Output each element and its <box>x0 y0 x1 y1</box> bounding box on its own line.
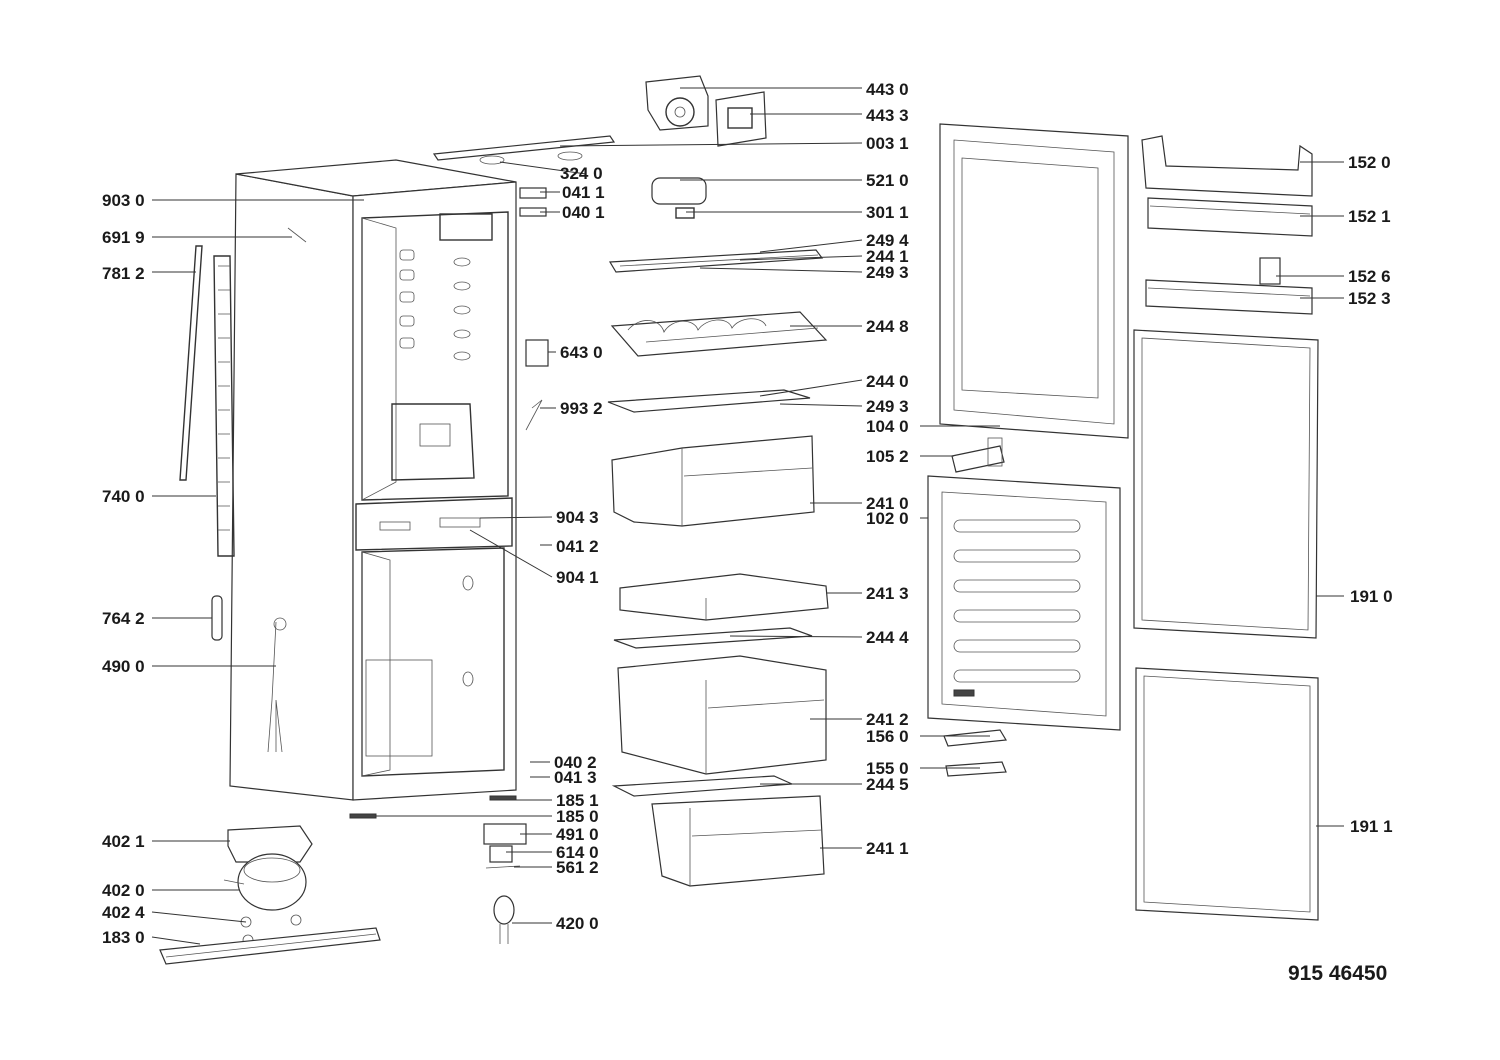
part-label: 152 1 <box>1348 207 1391 226</box>
part-label: 781 2 <box>102 264 145 283</box>
part-label: 241 3 <box>866 584 909 603</box>
part-label: 185 0 <box>556 807 599 826</box>
part-label: 740 0 <box>102 487 145 506</box>
part-label: 041 2 <box>556 537 599 556</box>
part-label: 003 1 <box>866 134 909 153</box>
part-label: 249 3 <box>866 397 909 416</box>
part-label: 614 0 <box>556 843 599 862</box>
part-label: 152 6 <box>1348 267 1391 286</box>
part-label: 491 0 <box>556 825 599 844</box>
part-label: 185 1 <box>556 791 599 810</box>
part-label: 244 4 <box>866 628 909 647</box>
part-label: 155 0 <box>866 759 909 778</box>
part-label: 561 2 <box>556 858 599 877</box>
part-label: 244 1 <box>866 247 909 266</box>
part-label: 904 1 <box>556 568 599 587</box>
small-components <box>349 795 527 944</box>
outer-doors <box>1133 135 1319 921</box>
leader-lines <box>151 87 1344 945</box>
part-label: 490 0 <box>102 657 145 676</box>
part-label: 152 3 <box>1348 289 1391 308</box>
inner-doors <box>927 123 1129 777</box>
part-label: 443 0 <box>866 80 909 99</box>
part-label: 903 0 <box>102 191 145 210</box>
part-label: 241 0 <box>866 494 909 513</box>
part-label: 040 2 <box>554 753 597 772</box>
part-label: 191 1 <box>1350 817 1393 836</box>
part-label: 244 0 <box>866 372 909 391</box>
part-label: 402 1 <box>102 832 145 851</box>
compressor <box>159 825 381 965</box>
part-label: 402 0 <box>102 881 145 900</box>
part-label: 521 0 <box>866 171 909 190</box>
part-label: 241 2 <box>866 710 909 729</box>
fan-assembly <box>287 75 767 243</box>
part-label: 691 9 <box>102 228 145 247</box>
part-label: 102 0 <box>866 509 909 528</box>
part-label: 191 0 <box>1350 587 1393 606</box>
part-label: 301 1 <box>866 203 909 222</box>
part-label: 643 0 <box>560 343 603 362</box>
part-label: 105 2 <box>866 447 909 466</box>
fridge-cabinet <box>229 159 517 801</box>
part-label: 156 0 <box>866 727 909 746</box>
part-label: 183 0 <box>102 928 145 947</box>
part-label: 152 0 <box>1348 153 1391 172</box>
part-label: 904 3 <box>556 508 599 527</box>
part-label: 041 1 <box>562 183 605 202</box>
part-label: 249 3 <box>866 263 909 282</box>
drawers <box>611 435 829 887</box>
part-label: 443 3 <box>866 106 909 125</box>
part-label: 324 0 <box>560 164 603 183</box>
part-label: 993 2 <box>560 399 603 418</box>
part-labels: 443 0 443 3 003 1 324 0 041 1 040 1 903 … <box>102 80 1393 947</box>
part-label: 104 0 <box>866 417 909 436</box>
part-label: 040 1 <box>562 203 605 222</box>
part-label: 764 2 <box>102 609 145 628</box>
part-label: 241 1 <box>866 839 909 858</box>
part-label: 420 0 <box>556 914 599 933</box>
part-label: 244 8 <box>866 317 909 336</box>
part-label: 041 3 <box>554 768 597 787</box>
diagram-code: 915 46450 <box>1288 962 1387 985</box>
part-label: 402 4 <box>102 903 145 922</box>
part-label: 249 4 <box>866 231 909 250</box>
part-label: 244 5 <box>866 775 909 794</box>
